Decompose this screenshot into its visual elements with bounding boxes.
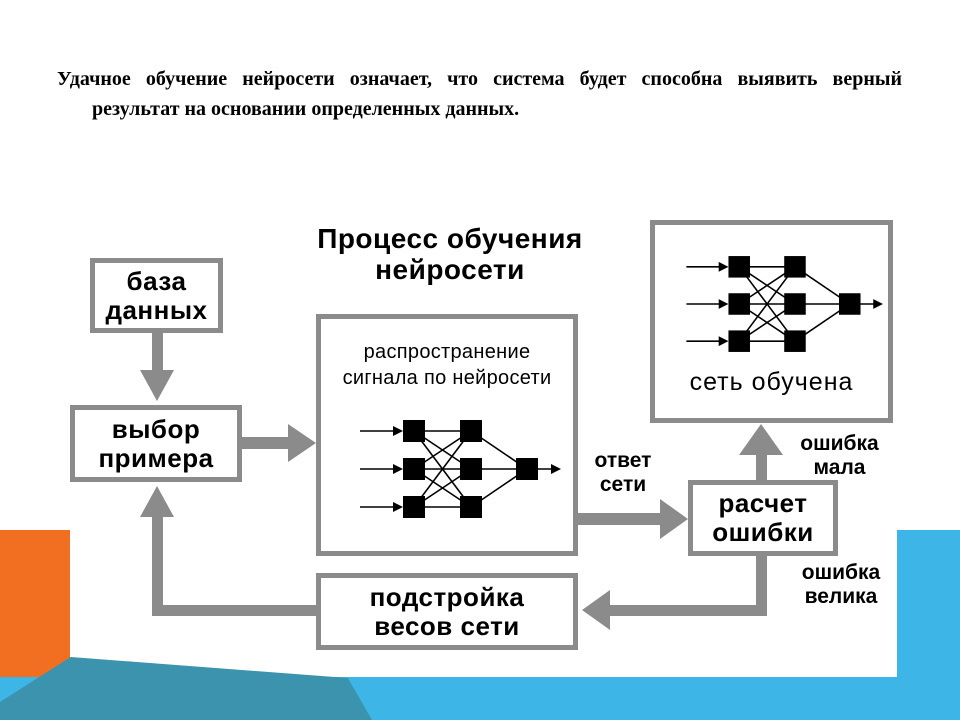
arrow-shaft	[152, 605, 316, 616]
error-calc-label-line-2: ошибки	[712, 517, 814, 547]
propagation-caption-line-1: распространение	[363, 341, 531, 363]
arrow-head-up-icon	[739, 424, 783, 455]
error-large-label-line-1: ошибка	[801, 561, 881, 584]
adjust-weights-box: подстройка весов сети	[316, 573, 578, 650]
trained-network-box: сеть обучена	[650, 220, 893, 423]
arrow-shaft	[756, 453, 767, 480]
propagation-caption: распространение сигнала по нейросети	[343, 339, 552, 391]
select-example-label-line-2: примера	[98, 442, 214, 473]
error-small-label-line-2: мала	[813, 456, 866, 479]
adjust-weights-label-line-1: подстройка	[369, 581, 525, 612]
propagation-caption-line-2: сигнала по нейросети	[342, 367, 552, 389]
arrow-shaft	[756, 556, 767, 616]
arrow-shaft	[152, 333, 163, 372]
arrow-shaft	[610, 605, 767, 616]
arrow-head-right-icon	[660, 499, 688, 539]
arrow-shaft	[578, 513, 662, 525]
database-box-label-line-1: база	[126, 265, 187, 296]
arrow-shaft	[152, 517, 163, 616]
intro-line-2: результат на основании определенных данн…	[92, 98, 520, 120]
adjust-weights-label-line-2: весов сети	[374, 610, 520, 641]
trained-neural-network-graphic	[686, 256, 884, 352]
error-small-label: ошибка мала	[792, 432, 887, 480]
intro-text: Удачное обучение нейросети означает, что…	[57, 64, 902, 124]
arrow-head-left-icon	[582, 590, 610, 630]
intro-line-1: Удачное обучение нейросети означает, что…	[57, 68, 902, 90]
error-small-label-line-1: ошибка	[800, 432, 879, 455]
trained-network-caption: сеть обучена	[689, 368, 854, 396]
error-large-label-line-2: велика	[804, 585, 878, 608]
net-answer-label-line-1: ответ	[594, 449, 652, 472]
arrow-head-right-icon	[288, 424, 316, 462]
net-answer-label-line-2: сети	[599, 473, 647, 496]
arrow-head-down-icon	[140, 370, 174, 401]
error-large-label: ошибка велика	[792, 561, 890, 609]
select-example-label-line-1: выбор	[111, 413, 201, 444]
diagram-title-line-2: нейросети	[375, 254, 525, 285]
arrow-shaft	[242, 437, 290, 449]
error-calc-label-line-1: расчет	[718, 488, 808, 518]
net-answer-label: ответ сети	[577, 449, 669, 497]
neural-network-graphic	[360, 420, 561, 518]
select-example-box: выбор примера	[70, 405, 242, 482]
diagram-title: Процесс обучения нейросети	[290, 223, 610, 285]
right-blue-accent-shape	[897, 530, 960, 720]
database-box-label-line-2: данных	[105, 294, 208, 325]
arrow-head-up-icon	[140, 486, 174, 517]
error-calc-box: расчет ошибки	[688, 480, 838, 556]
database-box: база данных	[90, 258, 223, 333]
diagram-title-line-1: Процесс обучения	[317, 223, 583, 254]
signal-propagation-box: распространение сигнала по нейросети	[316, 314, 578, 556]
